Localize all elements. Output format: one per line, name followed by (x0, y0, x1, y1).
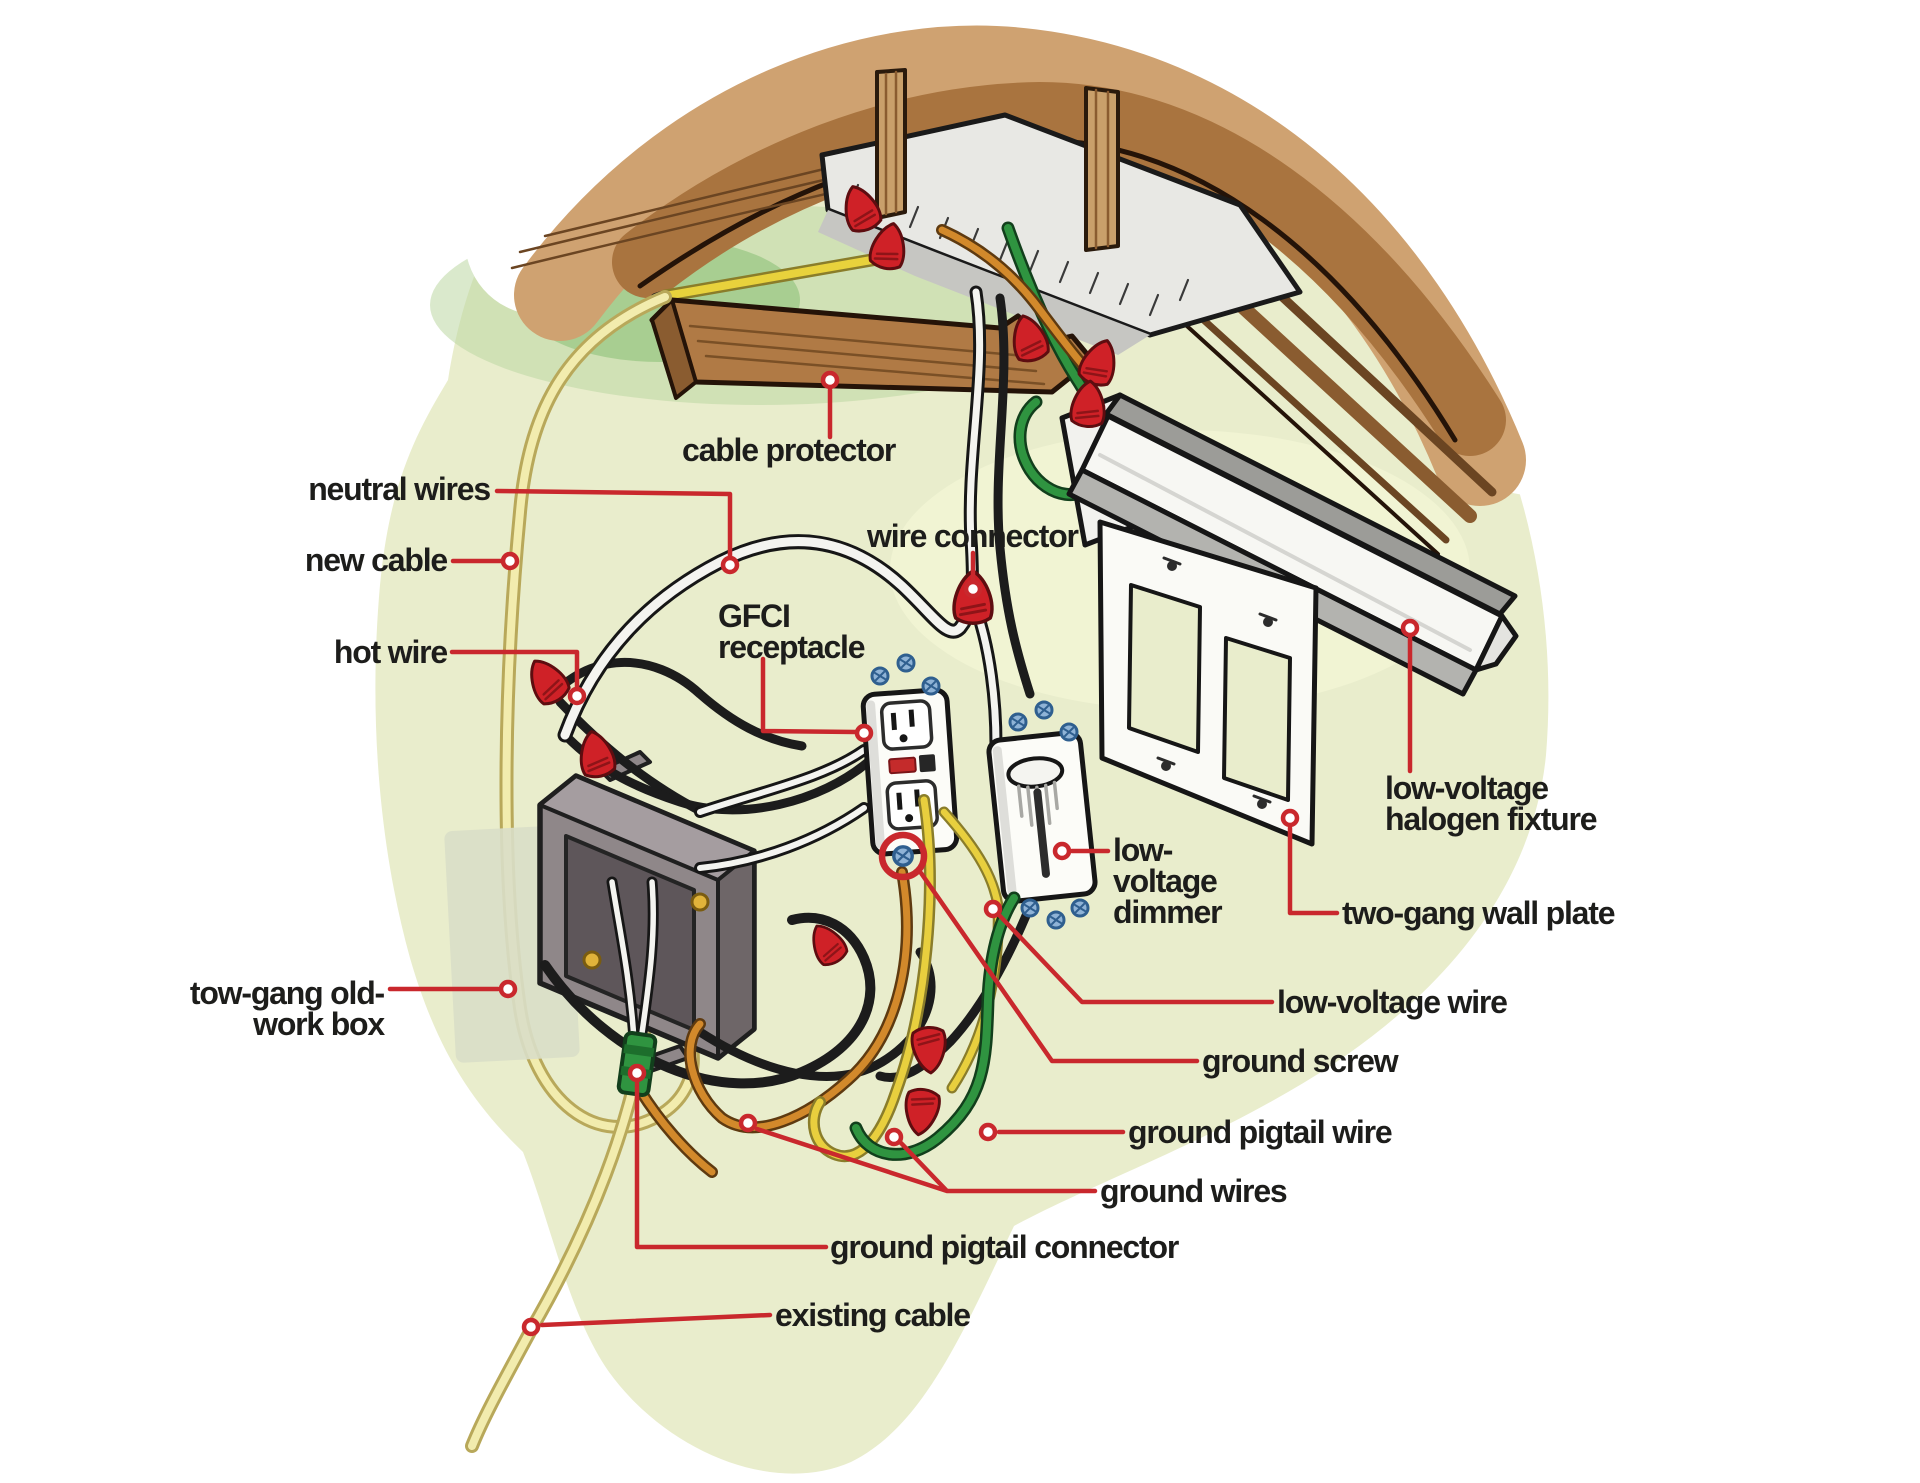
copper-ground-wires (634, 866, 913, 1178)
ground-screw-ring (878, 831, 928, 881)
ground-screw-part (892, 845, 914, 867)
neutral-cable-loop (557, 534, 1003, 752)
leader-lines (387, 387, 1413, 1328)
wall-plate-screws (1156, 556, 1278, 809)
gfci-reset-button (888, 756, 917, 775)
label-hot-wire: hot wire (333, 634, 448, 670)
label-existing-cable: existing cable (775, 1297, 971, 1333)
label-ground-wires: ground wires (1100, 1173, 1288, 1209)
cabinet (465, 0, 1605, 556)
wall-plate (1097, 519, 1319, 847)
dimmer-slider-slot (1033, 788, 1050, 878)
low-voltage-dimmer (986, 730, 1098, 904)
black-hot-from-cabinet (993, 293, 1035, 699)
label-ground-pigtail-wire: ground pigtail wire (1128, 1114, 1393, 1150)
green-pigtail-wire (849, 891, 1021, 1161)
label-new-cable: new cable (304, 542, 448, 578)
label-low-voltage-halogen-fixture: low-voltage halogen fixture (1385, 770, 1598, 837)
gfci-test-button (918, 754, 936, 773)
box-screw (582, 950, 602, 970)
cabinet-face (612, 82, 1506, 456)
plywood-strips (875, 68, 1120, 252)
copper-from-cabinet (938, 226, 1086, 368)
callout-markers (498, 370, 1420, 1337)
label-ground-screw: ground screw (1202, 1043, 1399, 1079)
label-two-gang-wall-plate: two-gang wall plate (1342, 895, 1616, 931)
label-cable-protector: cable protector (682, 432, 896, 468)
gfci-receptacle (860, 687, 960, 857)
label-ground-pigtail-connector: ground pigtail connector (830, 1229, 1179, 1265)
label-gfci-receptacle: GFCI receptacle (718, 598, 866, 665)
white-pigtail-wires (606, 744, 870, 1046)
label-wire-connector: wire connector (867, 518, 1079, 554)
label-neutral-wires: neutral wires (308, 471, 491, 507)
label-low-voltage-dimmer: low- voltage dimmer (1113, 832, 1223, 930)
box-screw (690, 892, 710, 912)
label-two-gang-old-work-box: tow-gang old- work box (189, 975, 385, 1042)
label-low-voltage-wire: low-voltage wire (1277, 984, 1508, 1020)
